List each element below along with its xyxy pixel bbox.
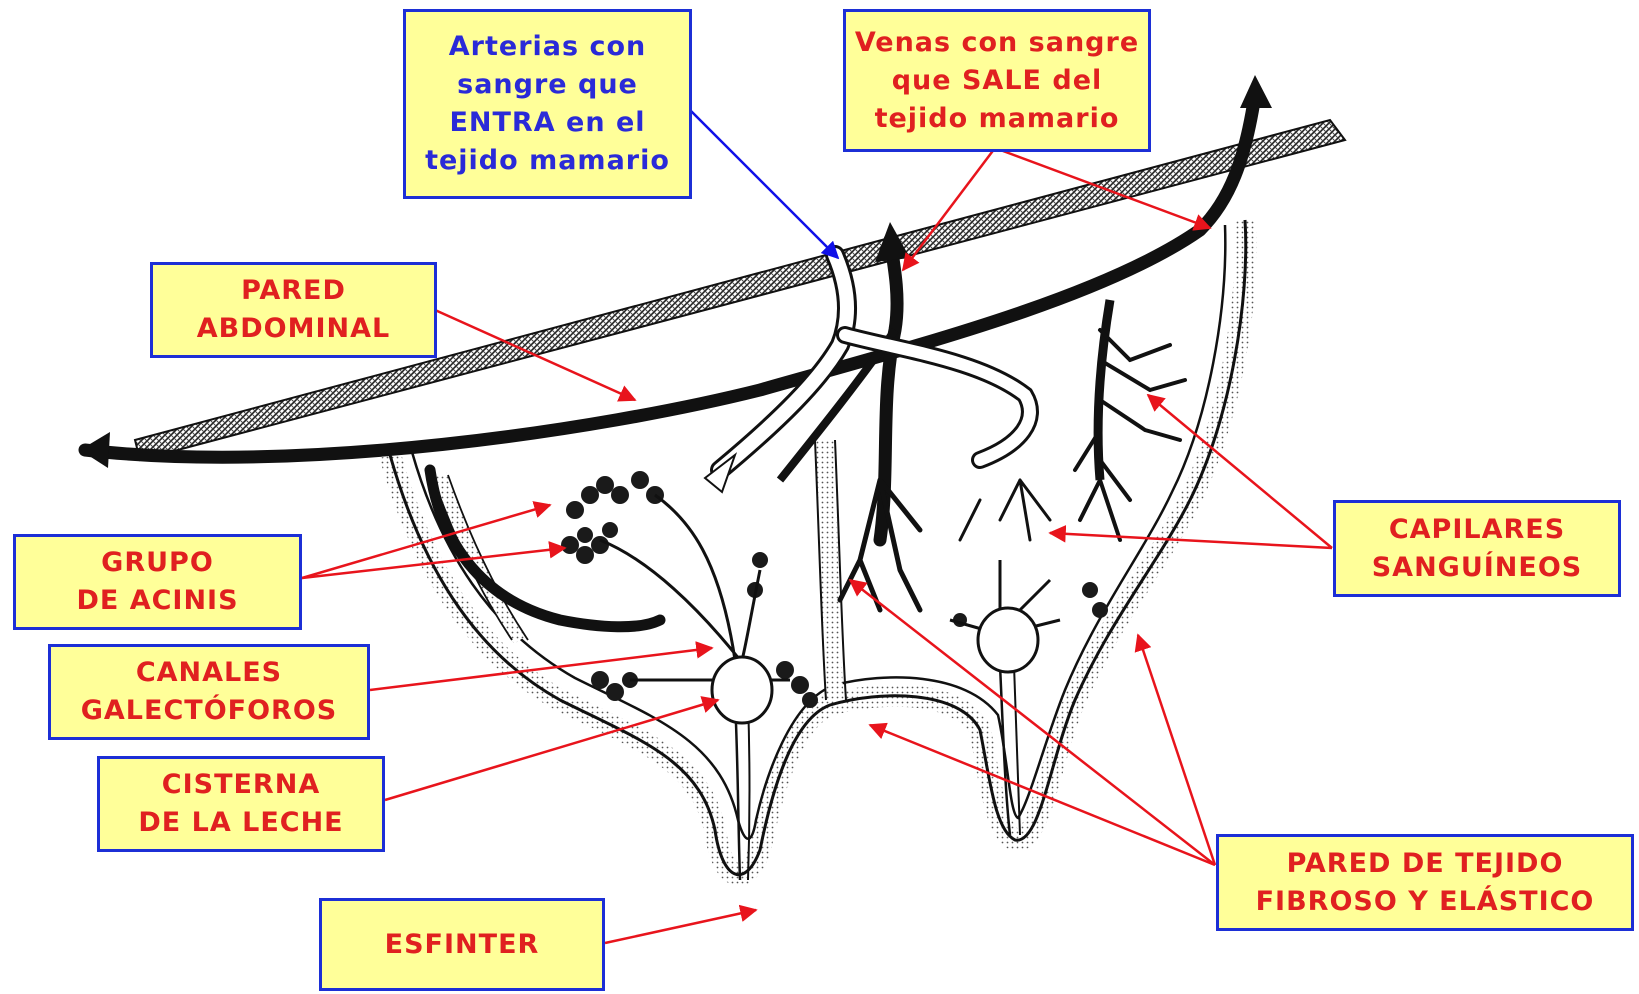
arrow-venas-1 — [903, 148, 995, 270]
label-grupo-acinis: GRUPO DE ACINIS — [13, 534, 302, 630]
arrow-pared-tejido-3 — [1138, 635, 1215, 865]
label-canales-galectoforos: CANALES GALECTÓFOROS — [48, 644, 370, 740]
label-capilares: CAPILARES SANGUÍNEOS — [1333, 500, 1621, 597]
median-septum — [825, 440, 835, 700]
arrow-arterias — [688, 108, 838, 258]
arrow-pared-tejido-2 — [870, 725, 1215, 865]
label-venas: Venas con sangre que SALE del tejido mam… — [843, 9, 1151, 152]
left-milk-cistern — [712, 657, 772, 723]
label-cisterna: CISTERNA DE LA LECHE — [97, 756, 385, 852]
label-pared-tejido: PARED DE TEJIDO FIBROSO Y ELÁSTICO — [1216, 834, 1634, 931]
arrow-capilares-2 — [1050, 533, 1332, 548]
arrow-esfinter — [605, 910, 756, 943]
udder-outer-wall — [390, 220, 1246, 875]
right-milk-cistern — [978, 608, 1038, 672]
label-esfinter: ESFINTER — [319, 898, 605, 991]
left-teat-canal — [735, 700, 740, 880]
label-arterias: Arterias con sangre que ENTRA en el teji… — [403, 9, 692, 199]
label-pared-abdominal: PARED ABDOMINAL — [150, 262, 437, 358]
